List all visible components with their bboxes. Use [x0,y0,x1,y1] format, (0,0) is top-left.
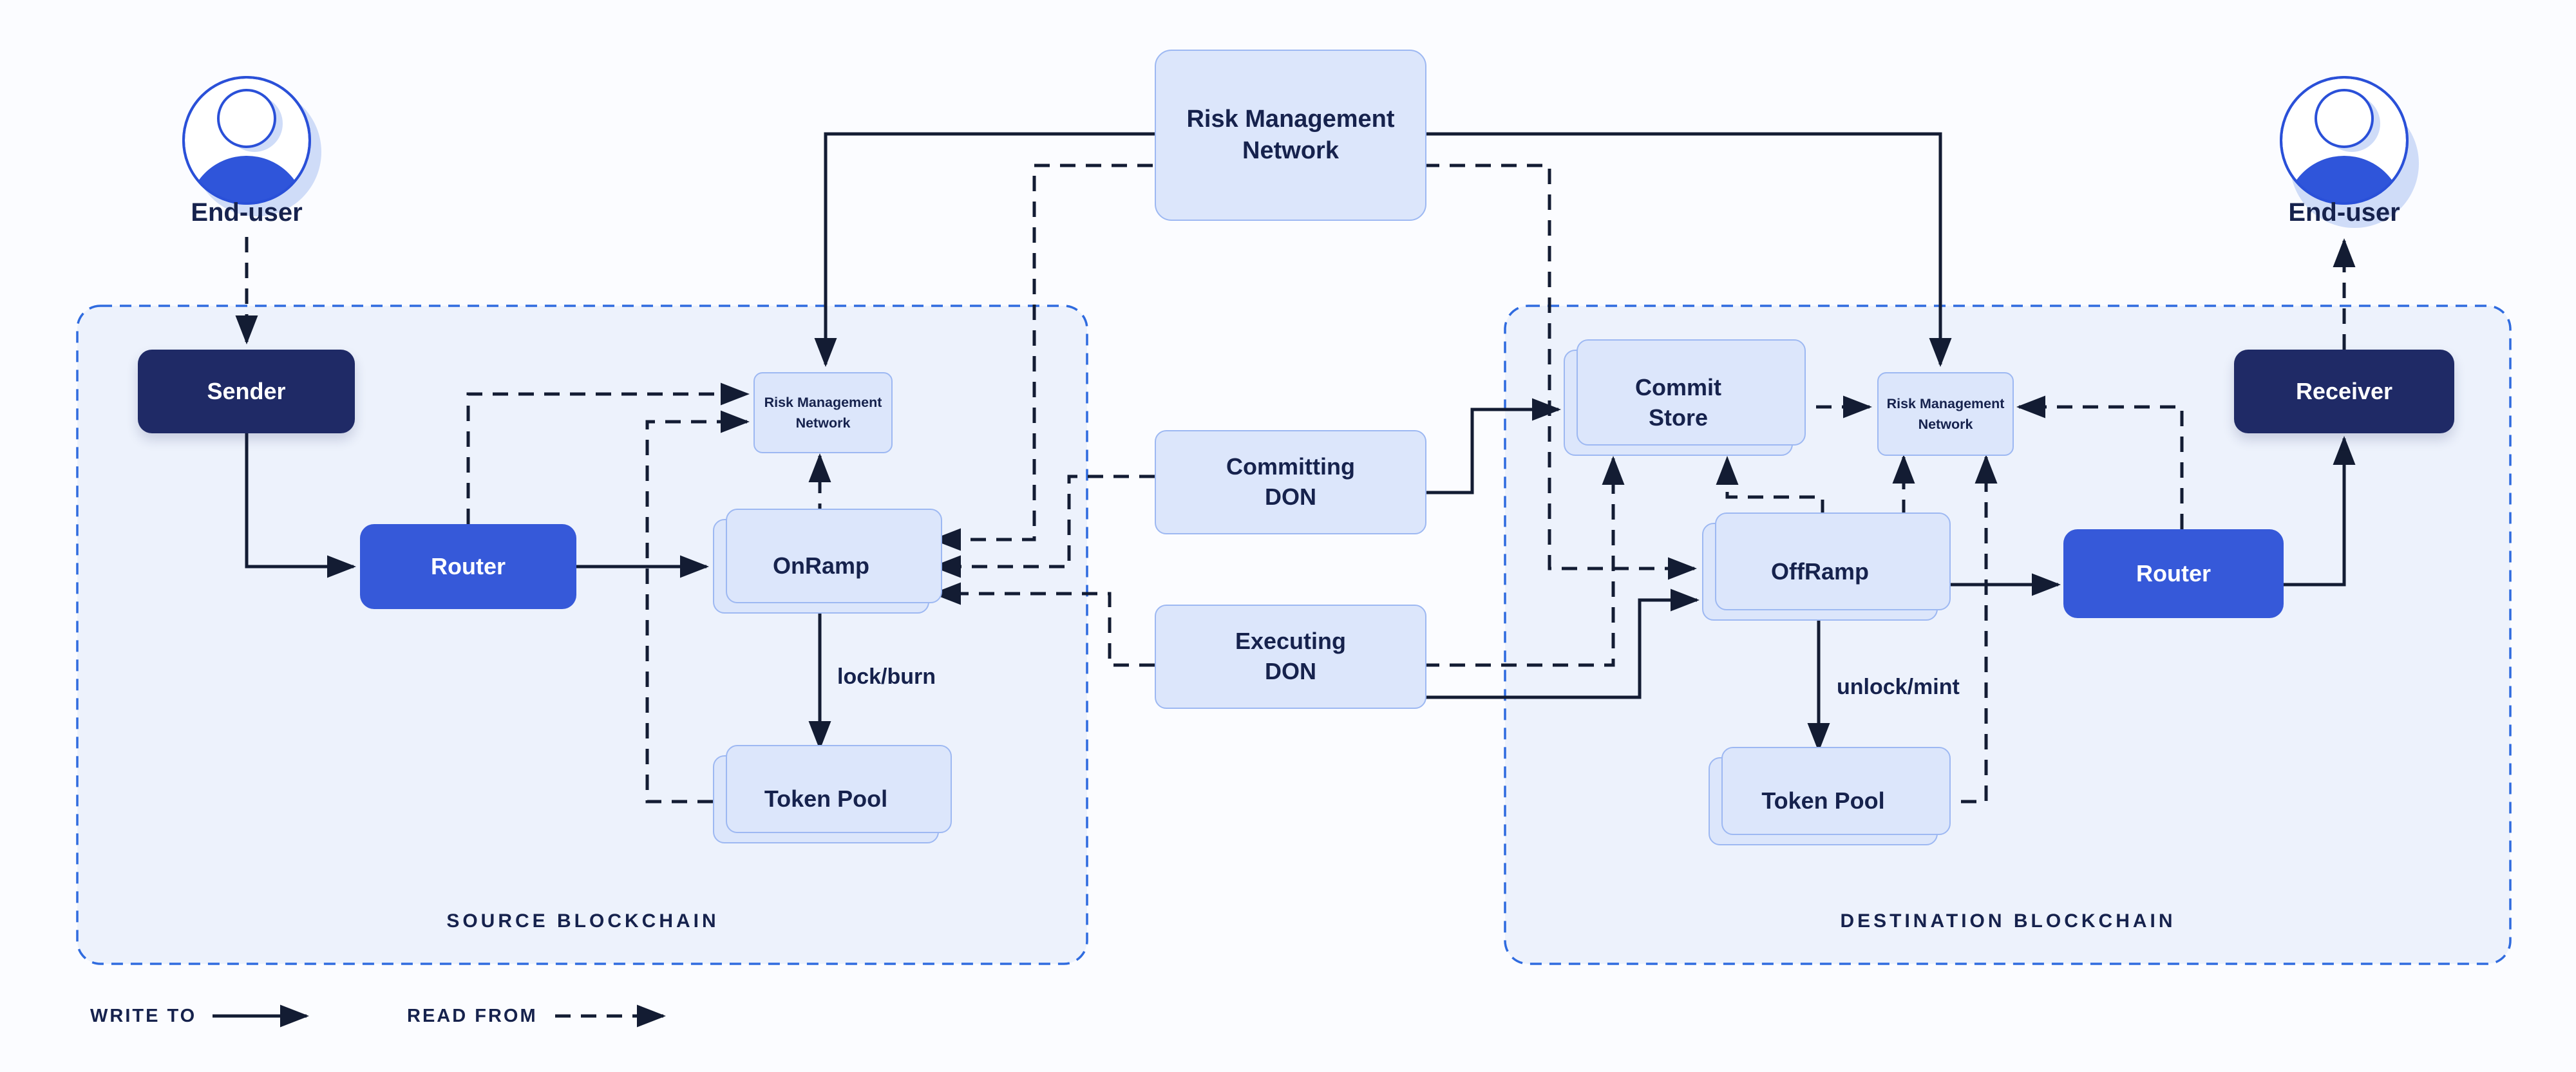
edge-offramp-to-commitstore [1716,455,1824,515]
node-commit-store: Commit Store [1564,339,1806,456]
edge-executingdon-to-offramp [1424,588,1700,699]
node-onramp-label: OnRamp [772,552,869,579]
stack-card-back [726,745,952,833]
edge-committingdon-to-onramp [931,475,1155,578]
node-offramp-label: OffRamp [1771,558,1869,585]
edge-label-lock-burn: lock/burn [837,664,936,689]
node-receiver: Receiver [2234,350,2454,433]
edge-rmn-offchain-to-rmn-source [814,132,1155,368]
edge-executingdon-to-commitstore [1424,455,1625,667]
node-token-pool-dest-label: Token Pool [1761,787,1885,814]
destination-blockchain-label: DESTINATION BLOCKCHAIN [1840,910,2176,932]
legend-read-from-label: READ FROM [407,1006,538,1026]
node-token-pool-source: Token Pool [713,745,952,843]
node-token-pool-dest: Token Pool [1709,747,1951,845]
edge-executingdon-to-onramp [931,582,1155,667]
edge-router-to-receiver [2284,435,2356,587]
stack-card-back [1715,512,1951,610]
end-user-icon-dest [2280,76,2419,228]
stack-card-back [1721,747,1951,835]
end-user-icon-source [182,76,321,216]
stack-card-back [726,509,942,603]
edge-rmn-offchain-to-offramp [1424,164,1698,580]
node-offramp: OffRamp [1702,512,1951,621]
edge-routerdest-to-rmn-dest [2016,395,2184,529]
edge-sender-to-router [245,433,357,578]
node-committing-don: Committing DON [1155,430,1426,534]
source-blockchain-label: SOURCE BLOCKCHAIN [446,910,719,932]
node-commit-store-label: Commit Store [1635,373,1721,431]
edge-tokenpool-to-rmn-source [645,410,750,804]
edge-router-to-rmn-source [466,382,750,524]
node-sender: Sender [138,350,355,433]
node-router-dest: Router [2063,529,2284,618]
node-executing-don: Executing DON [1155,605,1426,709]
edge-rmn-offchain-to-onramp [931,164,1153,551]
node-rmn-onchain-dest: Risk Management Network [1877,372,2014,456]
node-rmn-offchain: Risk Management Network [1155,50,1426,221]
end-user-label-dest: End-user [2288,198,2400,227]
edge-committingdon-to-commitstore [1424,398,1562,494]
node-router-source: Router [360,524,576,609]
node-rmn-onchain-source: Risk Management Network [753,372,893,453]
node-onramp: OnRamp [713,509,942,614]
node-token-pool-source-label: Token Pool [764,785,888,813]
end-user-label-source: End-user [191,198,303,227]
edge-label-unlock-mint: unlock/mint [1837,675,1960,699]
edge-rmn-offchain-to-rmn-dest [1424,132,1952,368]
stack-card-back [1577,339,1806,446]
legend-write-to-label: WRITE TO [90,1006,197,1026]
